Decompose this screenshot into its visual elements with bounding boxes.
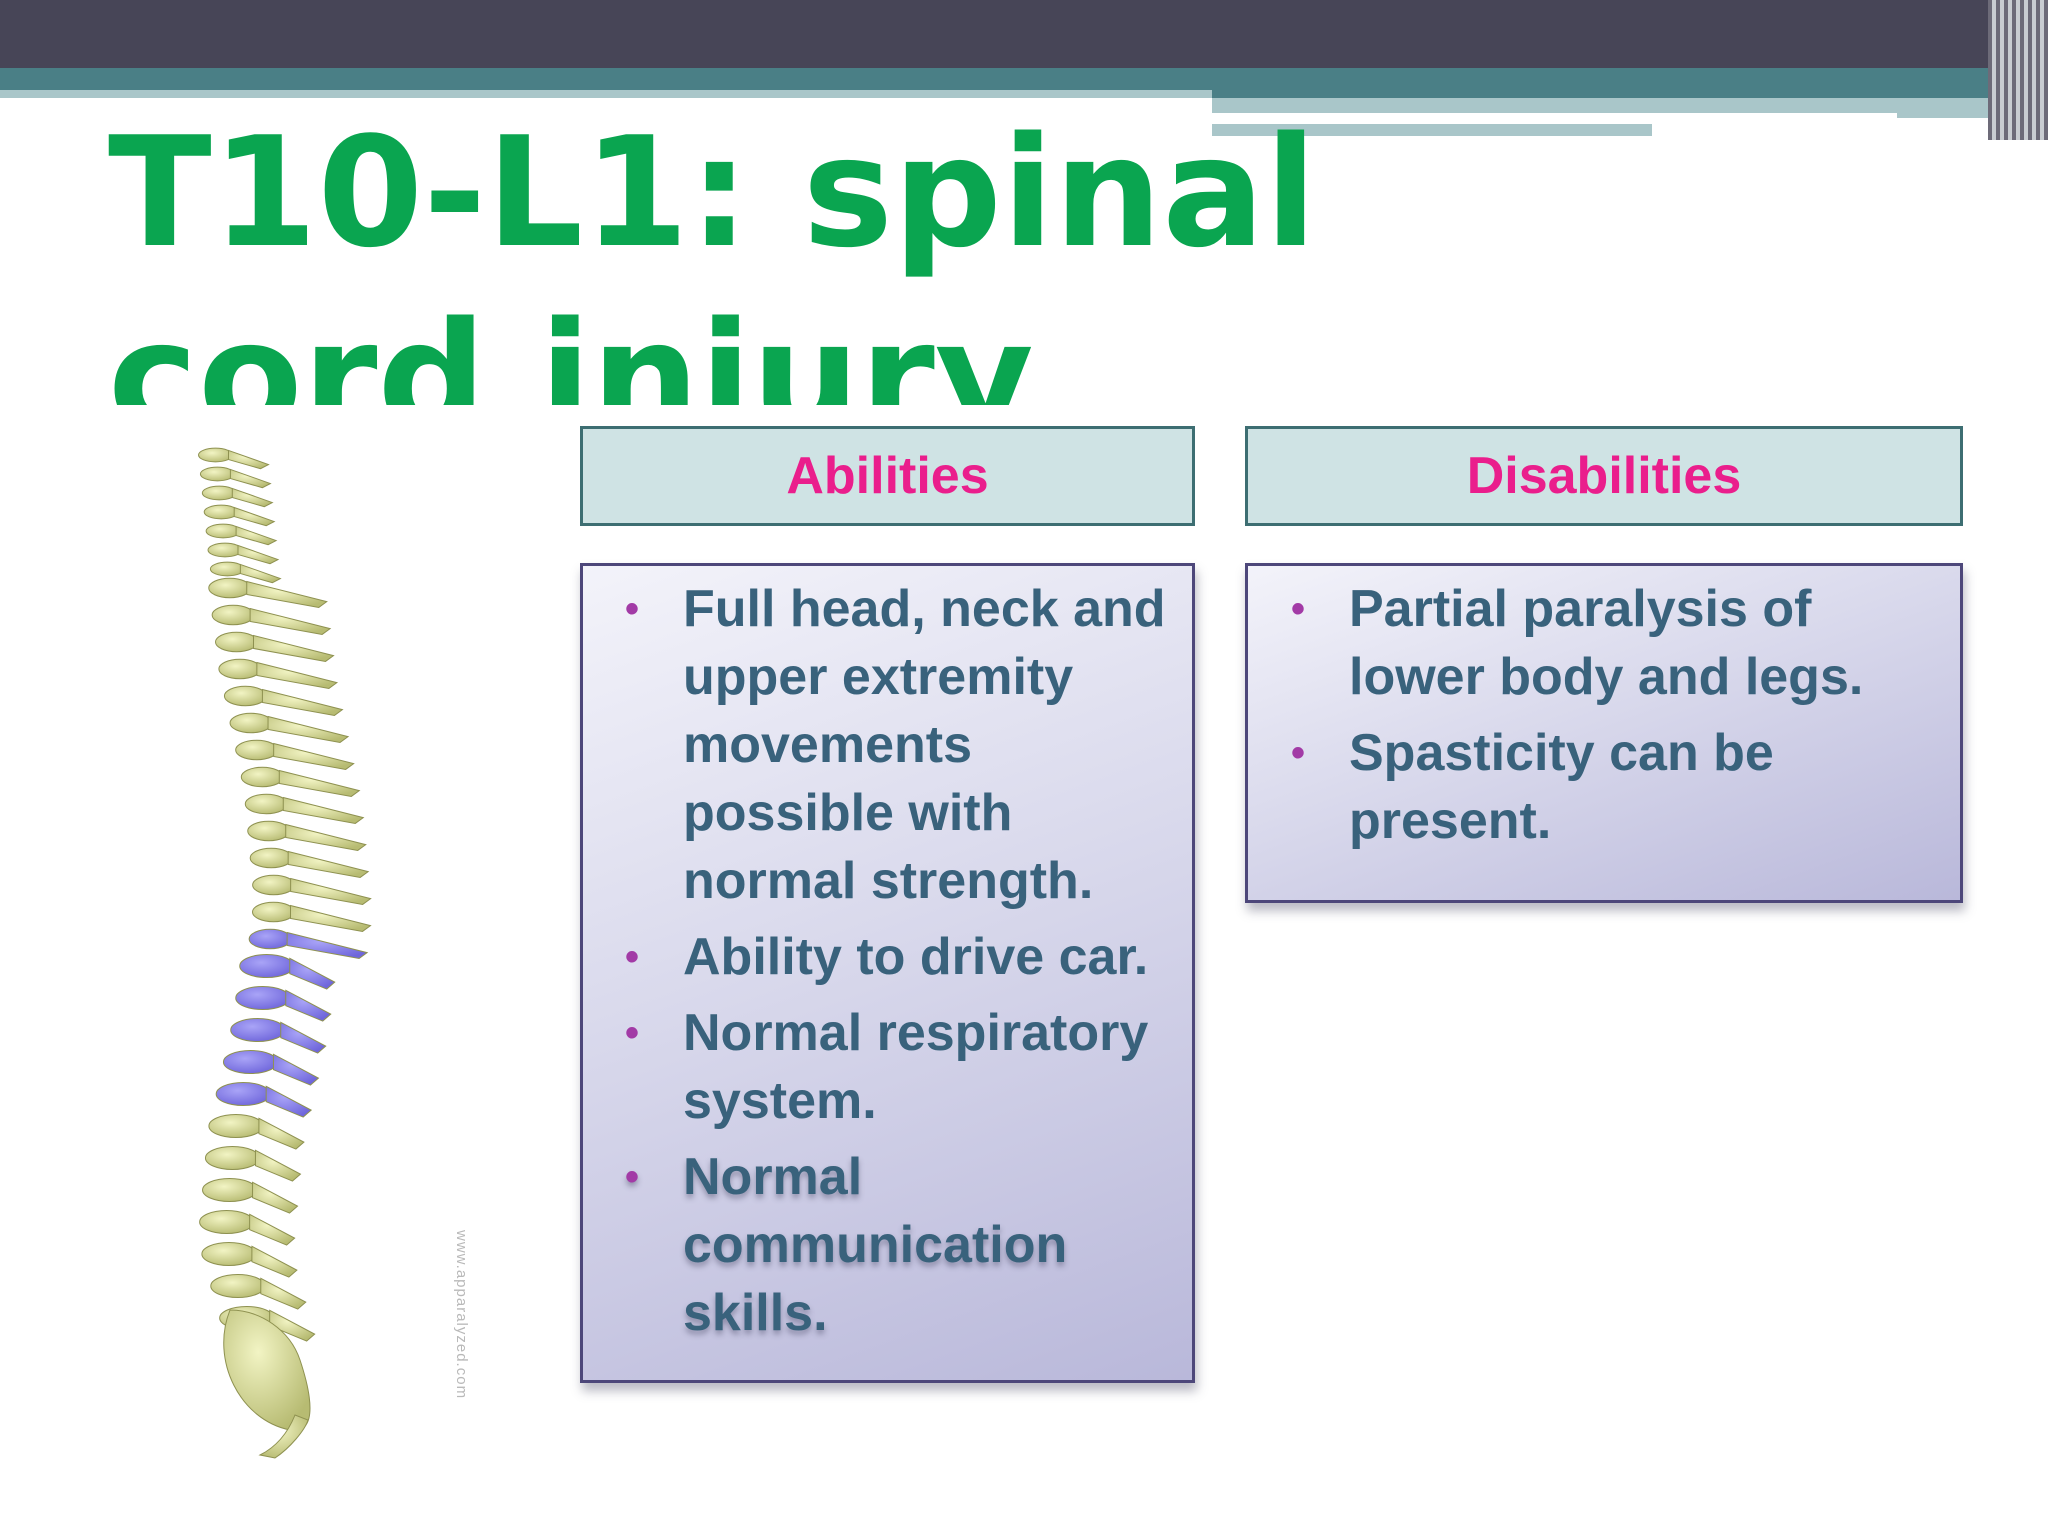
abilities-list-item: Full head, neck and upper extremity move… [625, 575, 1183, 915]
abilities-list-item: Normal communication skills. [625, 1143, 1183, 1347]
accent-band [0, 68, 1212, 90]
spine-illustration-icon [198, 447, 372, 1459]
disabilities-list: Partial paralysis of lower body and legs… [1291, 575, 1959, 863]
accent-band-light [0, 90, 1212, 98]
top-bar [0, 0, 2048, 68]
accent-band-light [1212, 124, 1652, 136]
slide-title: T10-L1: spinal cord injury [108, 104, 1317, 405]
disabilities-list-item: Partial paralysis of lower body and legs… [1291, 575, 1959, 711]
abilities-list-item: Ability to drive car. [625, 923, 1183, 991]
image-watermark: www.apparalyzed.com [453, 1230, 470, 1400]
accent-band-line [1212, 113, 1897, 119]
abilities-list-item: Normal respiratory system. [625, 999, 1183, 1135]
abilities-header: Abilities [580, 426, 1195, 526]
accent-band [1212, 68, 2048, 98]
corner-stripes [1988, 0, 2048, 140]
abilities-list: Full head, neck and upper extremity move… [625, 575, 1183, 1355]
disabilities-list-item: Spasticity can be present. [1291, 719, 1959, 855]
disabilities-header: Disabilities [1245, 426, 1963, 526]
